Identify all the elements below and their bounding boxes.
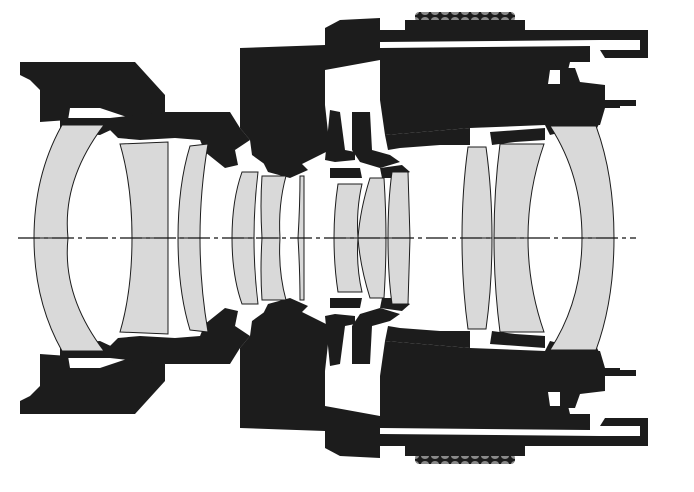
barrel-upper [20,12,648,178]
barrel-lower [20,298,648,464]
